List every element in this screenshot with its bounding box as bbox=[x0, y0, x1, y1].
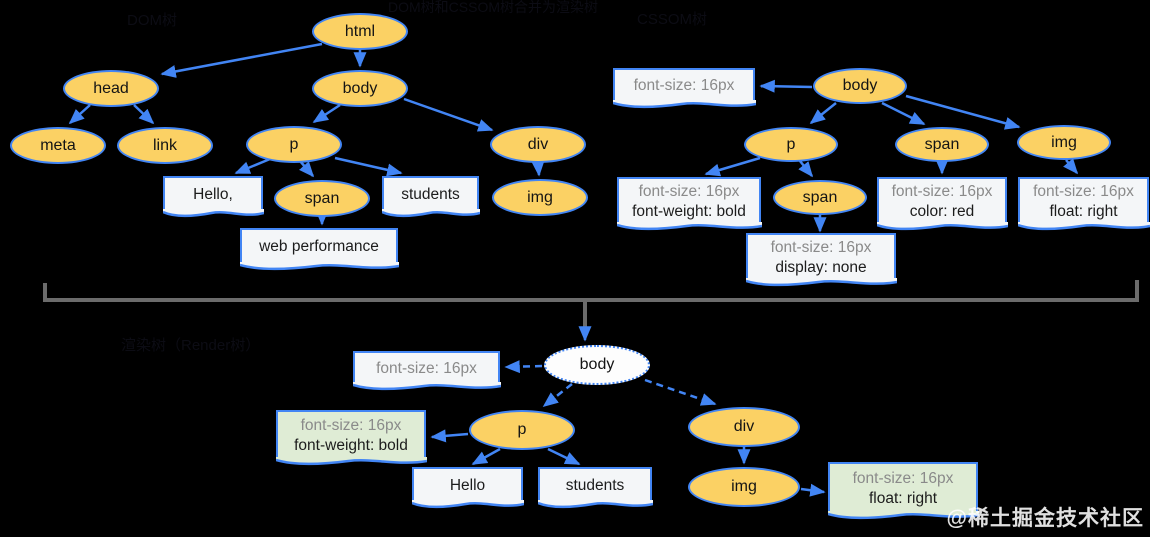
cssom-note-body: font-size: 16px bbox=[612, 68, 756, 103]
cssom-note-span-under-p-line2: display: none bbox=[775, 259, 867, 276]
dom-node-head: head bbox=[63, 70, 159, 107]
render-note-p-line2: font-weight: bold bbox=[294, 437, 408, 454]
render-node-body: body bbox=[544, 345, 650, 385]
dom-node-html-label: html bbox=[344, 22, 376, 40]
cssom-note-img-line2: float: right bbox=[1049, 203, 1118, 220]
render-note-img-line1: font-size: 16px bbox=[852, 469, 954, 487]
dom-node-link: link bbox=[117, 127, 213, 164]
dom-node-img: img bbox=[492, 179, 588, 216]
render-note-img: font-size: 16px float: right bbox=[827, 462, 979, 514]
render-node-div: div bbox=[688, 407, 800, 447]
render-textnode-hello-label: Hello bbox=[449, 476, 486, 494]
render-note-p: font-size: 16px font-weight: bold bbox=[275, 410, 427, 460]
render-node-div-label: div bbox=[733, 418, 755, 435]
merge-bracket bbox=[43, 280, 1139, 330]
cssom-note-span-under-body-line1: font-size: 16px bbox=[891, 182, 993, 200]
note-wave bbox=[381, 209, 480, 219]
render-note-body: font-size: 16px bbox=[352, 351, 501, 385]
dom-node-span: span bbox=[274, 180, 370, 217]
dom-node-div-label: div bbox=[527, 135, 549, 153]
juejin-watermark: @稀土掘金技术社区 bbox=[946, 507, 1144, 530]
cssom-tree-label: CSSOM树 bbox=[637, 11, 708, 28]
cssom-node-span-under-p-label: span bbox=[802, 188, 838, 206]
render-note-img-line2: float: right bbox=[868, 490, 938, 507]
note-wave bbox=[162, 209, 264, 219]
cssom-tree-edges bbox=[704, 79, 1079, 233]
cssom-note-img-line1: font-size: 16px bbox=[1033, 182, 1134, 200]
dom-textnode-hello: Hello, bbox=[162, 176, 264, 212]
render-textnode-students: students bbox=[537, 467, 653, 503]
dom-node-body-label: body bbox=[342, 79, 378, 97]
cssom-node-body: body bbox=[813, 68, 907, 104]
render-node-p: p bbox=[469, 410, 575, 450]
render-note-body-text: font-size: 16px bbox=[376, 359, 477, 377]
render-tree-edges bbox=[430, 360, 826, 497]
cssom-note-img: font-size: 16px float: right bbox=[1017, 177, 1150, 225]
dom-node-html: html bbox=[312, 13, 408, 50]
cssom-note-p-line1: font-size: 16px bbox=[638, 182, 740, 200]
render-node-body-label: body bbox=[579, 356, 615, 373]
note-wave bbox=[275, 457, 427, 467]
note-wave bbox=[745, 278, 897, 288]
dom-textnode-students-label: students bbox=[401, 185, 460, 203]
dom-node-div: div bbox=[490, 126, 586, 163]
dom-node-span-label: span bbox=[304, 189, 340, 207]
dom-node-link-label: link bbox=[152, 136, 177, 154]
cssom-node-img-label: img bbox=[1051, 133, 1077, 151]
render-textnode-hello: Hello bbox=[411, 467, 524, 503]
note-wave bbox=[411, 500, 524, 510]
cssom-note-span-under-p: font-size: 16px display: none bbox=[745, 233, 897, 281]
note-wave bbox=[612, 100, 756, 110]
note-wave bbox=[239, 262, 399, 272]
cssom-node-span-under-body: span bbox=[895, 127, 989, 162]
diagram-title: DOM树和CSSOM树合并为渲染树 bbox=[388, 0, 598, 15]
dom-node-head-label: head bbox=[93, 79, 129, 97]
render-note-p-line1: font-size: 16px bbox=[300, 416, 402, 434]
note-wave bbox=[352, 382, 501, 392]
render-tree-label: 渲染树（Render树） bbox=[121, 337, 261, 354]
dom-tree-label: DOM树 bbox=[127, 12, 177, 29]
dom-textnode-hello-label: Hello, bbox=[193, 185, 233, 203]
cssom-note-span-under-body: font-size: 16px color: red bbox=[876, 177, 1008, 225]
dom-node-img-label: img bbox=[527, 188, 553, 206]
note-wave bbox=[827, 511, 979, 521]
render-textnode-students-label: students bbox=[565, 476, 625, 494]
note-wave bbox=[537, 500, 653, 510]
render-node-img-label: img bbox=[731, 478, 757, 495]
note-wave bbox=[616, 222, 762, 232]
dom-textnode-webperformance: web performance bbox=[239, 228, 399, 265]
cssom-note-body-text: font-size: 16px bbox=[633, 77, 735, 95]
render-node-img: img bbox=[688, 467, 800, 507]
cssom-note-p-line2: font-weight: bold bbox=[632, 203, 746, 220]
cssom-note-span-under-body-line2: color: red bbox=[909, 203, 975, 220]
dom-node-p-label: p bbox=[289, 135, 299, 153]
cssom-node-body-label: body bbox=[842, 77, 878, 94]
cssom-node-span-under-body-label: span bbox=[924, 135, 960, 153]
dom-node-meta: meta bbox=[10, 127, 106, 164]
render-node-p-label: p bbox=[517, 421, 527, 438]
note-wave bbox=[876, 222, 1008, 232]
cssom-node-p: p bbox=[744, 127, 838, 162]
dom-tree-edges bbox=[68, 42, 545, 226]
dom-node-p: p bbox=[246, 126, 342, 163]
dom-textnode-webperformance-label: web performance bbox=[259, 238, 379, 256]
cssom-note-span-under-p-line1: font-size: 16px bbox=[770, 238, 872, 256]
cssom-node-span-under-p: span bbox=[773, 180, 867, 215]
dom-textnode-students: students bbox=[381, 176, 480, 212]
note-wave bbox=[1017, 222, 1150, 232]
cssom-node-p-label: p bbox=[786, 135, 796, 153]
cssom-node-img: img bbox=[1017, 125, 1111, 160]
cssom-note-p: font-size: 16px font-weight: bold bbox=[616, 177, 762, 225]
dom-node-meta-label: meta bbox=[40, 136, 76, 154]
dom-node-body: body bbox=[312, 70, 408, 107]
